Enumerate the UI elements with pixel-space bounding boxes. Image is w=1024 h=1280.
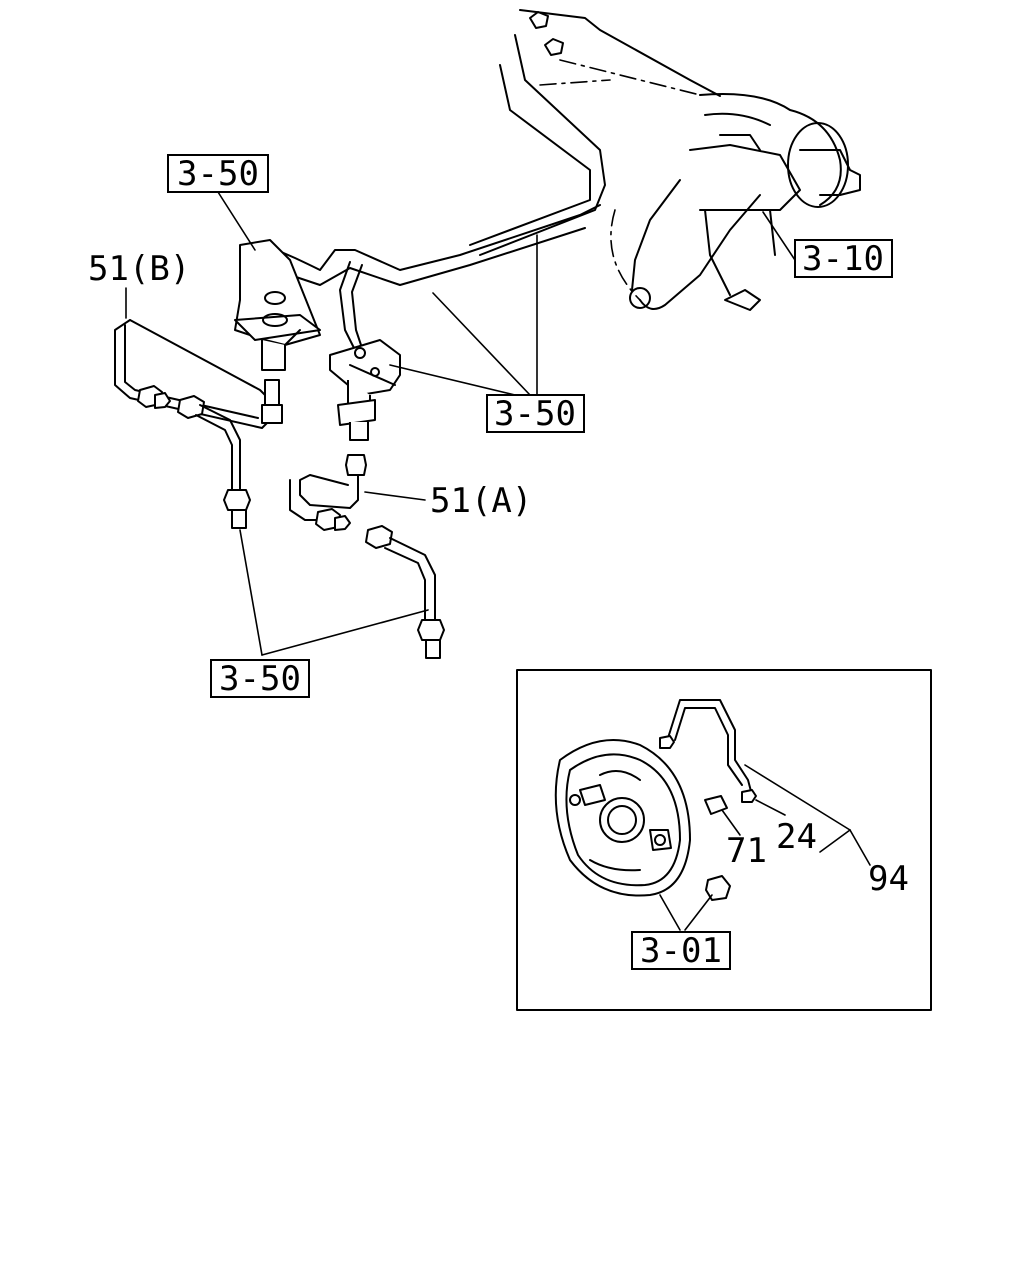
inset-backing-plate-detail [516,669,932,1011]
label-94[interactable]: 94 [868,859,909,899]
pipe-51b [114,319,283,429]
bracket-left [234,239,321,371]
callout-text: 3-50 [494,394,576,434]
pipe-51a [289,454,367,531]
flex-hose-bottom [365,525,445,659]
callout-text: 3-10 [802,239,884,279]
label-71[interactable]: 71 [726,831,767,871]
callout-3-50-top[interactable]: 3-50 [167,154,269,194]
label-51a[interactable]: 51(A) [430,481,532,521]
label-51b[interactable]: 51(B) [88,249,190,289]
label-24[interactable]: 24 [776,817,817,857]
callout-3-50-bottom[interactable]: 3-50 [210,659,310,699]
callout-text: 3-50 [177,154,259,194]
axle-housing-drawing [469,9,861,311]
callout-text: 3-01 [640,931,722,971]
bracket-right [329,339,401,441]
callout-text: 3-50 [219,659,301,699]
leader-lines [125,191,796,656]
flex-hose-left [177,395,251,529]
callout-3-01[interactable]: 3-01 [631,931,731,971]
callout-3-50-mid[interactable]: 3-50 [486,394,585,434]
inset-frame [516,669,932,1011]
callout-3-10[interactable]: 3-10 [794,239,893,279]
